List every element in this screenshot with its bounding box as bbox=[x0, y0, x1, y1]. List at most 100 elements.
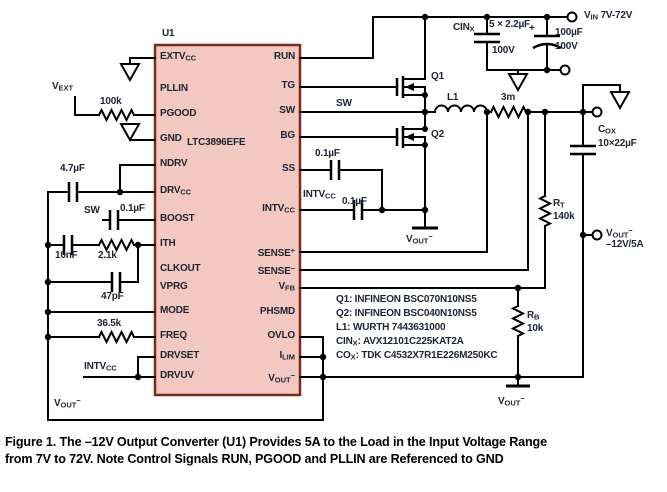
note-line-co: COX: TDK C4532X7R1E226M250KC bbox=[336, 350, 498, 362]
net-label-c-intvcc-value: 0.1µF bbox=[342, 196, 367, 207]
pin-label-drvuv: DRVUV bbox=[160, 370, 194, 381]
pin-label-drvset: DRVSET bbox=[160, 350, 200, 361]
net-label-vout-rating: –12V/5A bbox=[606, 239, 644, 250]
net-label-cinx-voltage: 100V bbox=[492, 45, 515, 56]
pin-label-tg: TG bbox=[281, 80, 296, 91]
net-label-vout-rb: VOUT− bbox=[498, 394, 525, 408]
net-label-r-freq-value: 36.5k bbox=[97, 318, 122, 329]
net-label-intvcc-left: INTVCC bbox=[84, 361, 117, 373]
pin-label-ilim: ILIM bbox=[279, 350, 295, 362]
pin-label-sense-plus: SENSE+ bbox=[257, 246, 295, 259]
ic-body bbox=[153, 43, 302, 397]
capacitor-boost-0u1 bbox=[108, 210, 120, 230]
terminal-output-gnd bbox=[591, 106, 603, 118]
pin-label-phsmd: PHSMD bbox=[259, 306, 295, 317]
capacitor-4u7 bbox=[67, 182, 79, 202]
net-label-cbulk-voltage: 100V bbox=[555, 41, 578, 52]
pin-label-mode: MODE bbox=[160, 305, 190, 316]
pin-label-pllin: PLLIN bbox=[160, 83, 188, 94]
pin-label-intvcc: INTVCC bbox=[262, 203, 295, 215]
resistor-100k bbox=[97, 107, 136, 123]
mosfet-q1 bbox=[395, 16, 426, 113]
net-label-vext: VEXT bbox=[52, 81, 74, 93]
note-line-q2: Q2: INFINEON BSC040N10NS5 bbox=[336, 308, 477, 319]
resistor-rt bbox=[537, 194, 553, 228]
pin-label-freq: FREQ bbox=[160, 330, 187, 341]
pin-label-pgood: PGOOD bbox=[160, 108, 197, 119]
pin-label-bg: BG bbox=[280, 130, 295, 141]
terminal-input-return bbox=[559, 64, 571, 76]
pin-label-extvcc: EXTVCC bbox=[160, 51, 197, 63]
capacitor-100uF bbox=[532, 34, 562, 50]
capacitor-10nF bbox=[62, 235, 74, 255]
net-label-c-boost-value: 0.1µF bbox=[120, 203, 145, 214]
note-line-q1: Q1: INFINEON BSC070N10NS5 bbox=[336, 294, 477, 305]
figure-caption: Figure 1. The –12V Output Converter (U1)… bbox=[5, 434, 665, 468]
pin-label-ss: SS bbox=[282, 163, 295, 174]
resistor-36k5 bbox=[97, 329, 136, 345]
net-label-r-ith-value: 2.1k bbox=[98, 250, 117, 261]
net-label-q1: Q1 bbox=[431, 71, 444, 82]
net-label-sw-net: SW bbox=[336, 98, 352, 109]
net-label-rb: RB bbox=[527, 310, 540, 322]
net-label-vout-terminal: VOUT− bbox=[606, 226, 633, 240]
capacitor-47pF bbox=[110, 272, 122, 292]
net-label-rt-value: 140k bbox=[553, 211, 575, 222]
pin-label-sense-minus: SENSE− bbox=[257, 264, 295, 277]
resistor-rb bbox=[510, 304, 526, 338]
ground-flag-gnd-pin bbox=[119, 123, 141, 143]
pin-label-run: RUN bbox=[273, 51, 295, 62]
ground-flag-output bbox=[609, 91, 631, 111]
junction-dots bbox=[44, 13, 587, 381]
capacitor-cox bbox=[570, 144, 596, 156]
pin-label-ovlo: OVLO bbox=[267, 330, 295, 341]
net-label-c-47p-value: 47pF bbox=[101, 291, 124, 302]
net-label-r-pgood-value: 100k bbox=[100, 96, 122, 107]
resistor-2k1 bbox=[97, 237, 136, 253]
net-label-sw-boost: SW bbox=[84, 205, 100, 216]
note-line-l1: L1: WURTH 7443631000 bbox=[336, 322, 446, 333]
net-label-r-shunt-value: 3m bbox=[501, 92, 516, 103]
pin-label-boost: BOOST bbox=[160, 213, 195, 224]
capacitor-cinx bbox=[474, 32, 500, 44]
net-label-cbulk-value: 100µF bbox=[555, 27, 583, 38]
pin-label-vout-minus: VOUT− bbox=[268, 371, 295, 385]
capacitor-intvcc-0u1 bbox=[352, 200, 364, 220]
pin-label-ith: ITH bbox=[160, 238, 176, 249]
terminal-vin bbox=[566, 11, 578, 23]
capacitor-ss-0u1 bbox=[329, 160, 341, 180]
pin-label-sw: SW bbox=[279, 105, 295, 116]
pin-label-gnd: GND bbox=[160, 133, 182, 144]
pin-label-drvcc: DRVCC bbox=[160, 185, 192, 197]
caption-line-1: Figure 1. The –12V Output Converter (U1)… bbox=[5, 435, 547, 449]
net-label-q2: Q2 bbox=[431, 129, 444, 140]
ic-refdes: U1 bbox=[162, 28, 175, 39]
net-label-l1: L1 bbox=[447, 92, 459, 103]
net-label-rb-value: 10k bbox=[527, 323, 544, 334]
net-label-vout-q2: VOUT− bbox=[406, 232, 433, 246]
pin-label-clkout: CLKOUT bbox=[160, 263, 201, 274]
resistor-3m-shunt bbox=[489, 104, 528, 120]
ground-flag-extvcc bbox=[119, 63, 141, 83]
net-label-c-drvcc-value: 4.7µF bbox=[60, 163, 85, 174]
inductor-l1 bbox=[433, 104, 489, 114]
net-label-vin-terminal: VIN 7V-72V bbox=[584, 10, 633, 22]
ground-flag-input-caps bbox=[507, 73, 529, 93]
net-label-cox-value: 10×22µF bbox=[598, 138, 637, 149]
ic-part-number: LTC3896EFE bbox=[187, 137, 246, 148]
net-label-c-ith-value: 10nF bbox=[55, 250, 78, 261]
net-label-cinx-value: 5 × 2.2µF bbox=[489, 19, 530, 30]
terminal-vout bbox=[591, 229, 603, 241]
note-line-cin: CINX: AVX12101C225KAT2A bbox=[336, 336, 464, 348]
net-label-cinx: CINX bbox=[453, 22, 475, 34]
pin-label-vprg: VPRG bbox=[160, 281, 188, 292]
net-label-cbulk-polarity: + bbox=[529, 23, 535, 34]
net-label-intvcc-mid: INTVCC bbox=[303, 189, 336, 201]
pin-label-ndrv: NDRV bbox=[160, 158, 188, 169]
caption-line-2: from 7V to 72V. Note Control Signals RUN… bbox=[5, 452, 504, 466]
net-label-vout-bottom-left: VOUT− bbox=[54, 396, 81, 410]
pin-label-vfb: VFB bbox=[278, 281, 295, 293]
net-label-rt: RT bbox=[553, 198, 565, 210]
